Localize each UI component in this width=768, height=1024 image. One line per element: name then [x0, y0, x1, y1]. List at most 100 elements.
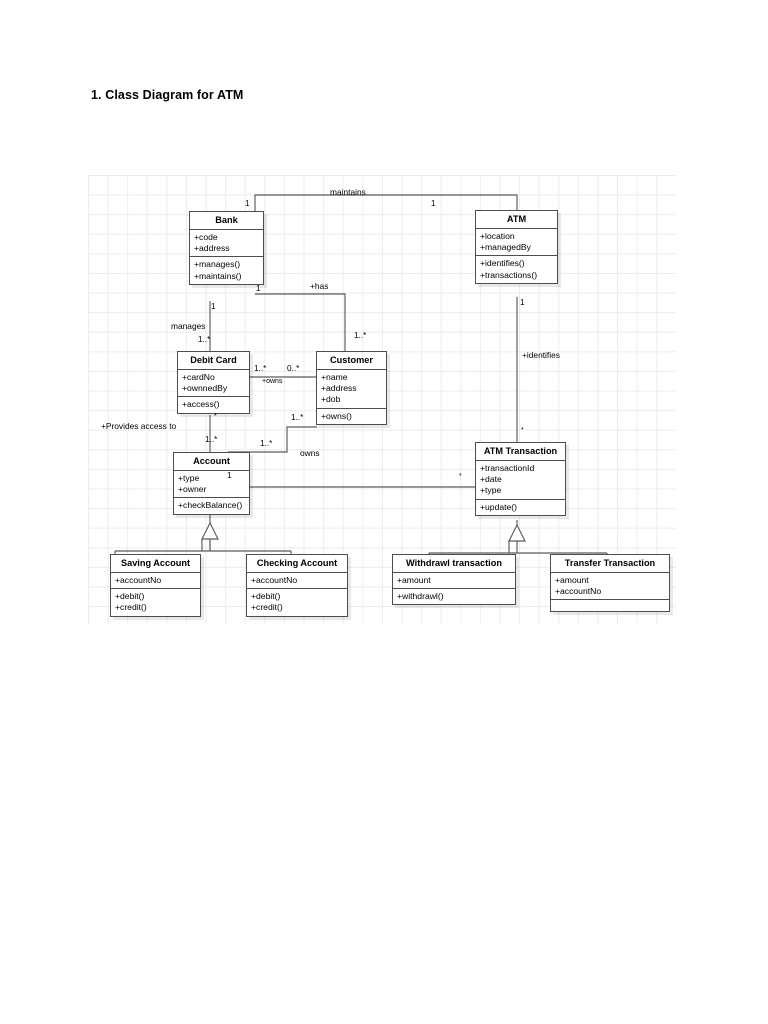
attribute: +location: [480, 230, 515, 241]
class-name-bank: Bank: [190, 212, 263, 230]
attribute: +accountNo: [115, 574, 162, 585]
attribute: +date: [480, 473, 502, 484]
class-box-account[interactable]: Account +type +owner +checkBalance(): [173, 452, 250, 515]
operation: +debit(): [115, 590, 145, 601]
attribute: +managedBy: [480, 241, 531, 252]
attributes-checking-account: +accountNo: [247, 573, 347, 588]
association-label-card-owns: +owns: [262, 378, 283, 385]
attribute: +address: [194, 242, 230, 253]
attributes-transfer-transaction: +amount +accountNo: [551, 573, 669, 600]
attributes-debit-card: +cardNo +ownnedBy: [178, 370, 249, 397]
operations-account: +checkBalance(): [174, 497, 249, 513]
operation: +credit(): [251, 602, 283, 613]
attribute: +type: [480, 485, 502, 496]
multiplicity-has-to: 1..*: [354, 331, 367, 340]
class-name-saving-account: Saving Account: [111, 555, 200, 573]
multiplicity-transaction-account-from: *: [459, 473, 462, 480]
class-box-customer[interactable]: Customer +name +address +dob +owns(): [316, 351, 387, 425]
connector-has: [255, 293, 346, 351]
attribute: +accountNo: [555, 585, 602, 596]
multiplicity-provides-access-from: *: [214, 413, 217, 420]
operations-saving-account: +debit() +credit(): [111, 587, 200, 616]
operation: +transactions(): [480, 269, 538, 280]
class-name-checking-account: Checking Account: [247, 555, 347, 573]
association-label-maintains: maintains: [330, 187, 366, 197]
multiplicity-customer-owns-to: 1..*: [260, 439, 273, 448]
class-box-transfer-transaction[interactable]: Transfer Transaction +amount +accountNo: [550, 554, 670, 613]
class-box-checking-account[interactable]: Checking Account +accountNo +debit() +cr…: [246, 554, 348, 617]
attribute: +transactionId: [480, 462, 535, 473]
multiplicity-card-owns-from: 1..*: [254, 364, 267, 373]
multiplicity-maintains-from: 1: [245, 199, 250, 208]
class-box-debit-card[interactable]: Debit Card +cardNo +ownnedBy +access(): [177, 351, 250, 414]
class-name-customer: Customer: [317, 352, 386, 370]
operation: +owns(): [321, 410, 352, 421]
connector-customer-owns-account: [228, 426, 317, 453]
multiplicity-card-owns-to: 0..*: [287, 364, 300, 373]
connector-maintains: [254, 194, 518, 220]
operation: +update(): [480, 501, 518, 512]
operations-atm: +identifies() +transactions(): [476, 255, 557, 283]
association-label-manages: manages: [171, 321, 206, 331]
class-name-account: Account: [174, 453, 249, 471]
operation: +manages(): [194, 259, 241, 270]
attribute: +accountNo: [251, 574, 298, 585]
operation: +access(): [182, 399, 220, 410]
attributes-atm-transaction: +transactionId +date +type: [476, 461, 565, 499]
operation: +maintains(): [194, 270, 242, 281]
operations-transfer-transaction: [551, 599, 669, 611]
multiplicity-manages-to: 1..*: [198, 335, 211, 344]
class-name-withdrawl-transaction: Withdrawl transaction: [393, 555, 515, 573]
class-name-transfer-transaction: Transfer Transaction: [551, 555, 669, 573]
operations-withdrawl-transaction: +withdrawl(): [393, 587, 515, 604]
class-name-atm: ATM: [476, 211, 557, 229]
association-label-identifies: +identifies: [522, 350, 560, 360]
page-title: 1. Class Diagram for ATM: [91, 88, 244, 102]
multiplicity-provides-access-to: 1..*: [205, 435, 218, 444]
multiplicity-has-from: 1: [256, 284, 261, 293]
class-box-withdrawl-transaction[interactable]: Withdrawl transaction +amount +withdrawl…: [392, 554, 516, 606]
attribute: +code: [194, 231, 218, 242]
operations-debit-card: +access(): [178, 396, 249, 412]
multiplicity-identifies-to: *: [521, 427, 524, 434]
attributes-bank: +code +address: [190, 230, 263, 257]
attribute: +amount: [555, 574, 589, 585]
multiplicity-customer-owns-from: 1..*: [291, 413, 304, 422]
attributes-atm: +location +managedBy: [476, 229, 557, 256]
operation: +identifies(): [480, 258, 525, 269]
multiplicity-transaction-account-to: 1: [227, 471, 232, 480]
attribute: +type: [178, 472, 200, 483]
class-name-debit-card: Debit Card: [178, 352, 249, 370]
attribute: +name: [321, 371, 348, 382]
attributes-saving-account: +accountNo: [111, 573, 200, 588]
class-box-atm[interactable]: ATM +location +managedBy +identifies() +…: [475, 210, 558, 284]
operations-checking-account: +debit() +credit(): [247, 587, 347, 616]
operation: +credit(): [115, 602, 147, 613]
multiplicity-identifies-from: 1: [520, 298, 525, 307]
attribute: +dob: [321, 394, 341, 405]
operation: +checkBalance(): [178, 500, 243, 511]
operations-atm-transaction: +update(): [476, 498, 565, 515]
multiplicity-manages-from: 1: [211, 302, 216, 311]
attribute: +address: [321, 382, 357, 393]
uml-class-diagram: Bank +code +address +manages() +maintain…: [88, 175, 676, 625]
attribute: +amount: [397, 574, 431, 585]
attribute: +owner: [178, 483, 207, 494]
class-box-atm-transaction[interactable]: ATM Transaction +transactionId +date +ty…: [475, 442, 566, 516]
operation: +withdrawl(): [397, 590, 444, 601]
attribute: +cardNo: [182, 371, 215, 382]
attributes-account: +type +owner: [174, 471, 249, 498]
class-box-saving-account[interactable]: Saving Account +accountNo +debit() +cred…: [110, 554, 201, 617]
attributes-withdrawl-transaction: +amount: [393, 573, 515, 588]
association-label-customer-owns: owns: [300, 448, 320, 458]
operation: +debit(): [251, 590, 281, 601]
multiplicity-maintains-to: 1: [431, 199, 436, 208]
association-label-has: +has: [310, 281, 329, 291]
association-label-provides-access-to: +Provides access to: [101, 421, 177, 431]
class-name-atm-transaction: ATM Transaction: [476, 443, 565, 461]
attributes-customer: +name +address +dob: [317, 370, 386, 408]
class-box-bank[interactable]: Bank +code +address +manages() +maintain…: [189, 211, 264, 285]
operations-customer: +owns(): [317, 407, 386, 424]
attribute: +ownnedBy: [182, 382, 228, 393]
